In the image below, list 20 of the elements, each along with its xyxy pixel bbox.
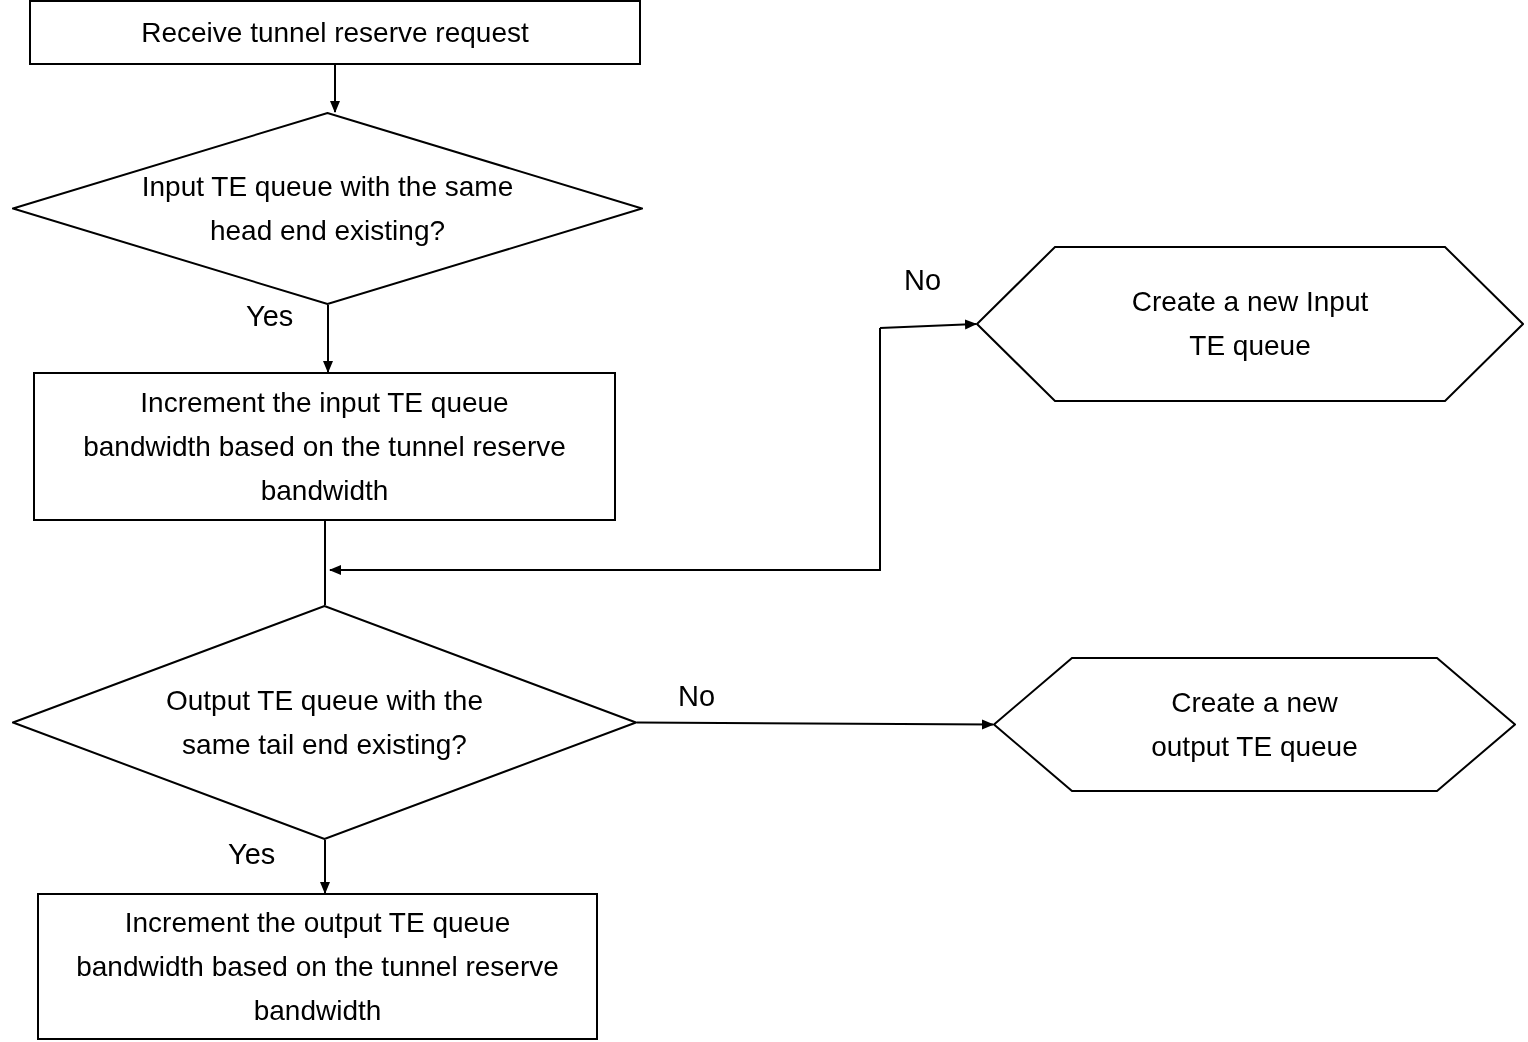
node-text: Increment the input TE queue bandwidth based on the tunnel reserve bandwidth	[82, 385, 567, 508]
process-box	[29, 0, 641, 65]
preparation-hexagon	[976, 246, 1524, 402]
arrow	[330, 64, 340, 113]
arrow	[636, 719, 994, 730]
node-text: Output TE queue with the same tail end existing?	[165, 683, 484, 762]
process-box	[33, 372, 616, 521]
decision-diamond	[12, 112, 643, 305]
arrow	[323, 304, 333, 373]
node-text: Receive tunnel reserve request	[140, 15, 530, 50]
decision-diamond	[12, 605, 637, 840]
preparation-hexagon	[993, 657, 1516, 792]
arrow	[329, 327, 881, 575]
node-text: Create a new output TE queue	[1150, 685, 1359, 764]
node-text: Increment the output TE queue bandwidth based on the tunnel reserve bandwidth	[75, 905, 560, 1028]
process-box	[37, 893, 598, 1040]
arrow	[320, 839, 330, 894]
arrow	[879, 319, 977, 330]
node-text: Create a new Input TE queue	[1130, 285, 1370, 363]
node-text: Input TE queue with the same head end existing?	[140, 169, 515, 248]
